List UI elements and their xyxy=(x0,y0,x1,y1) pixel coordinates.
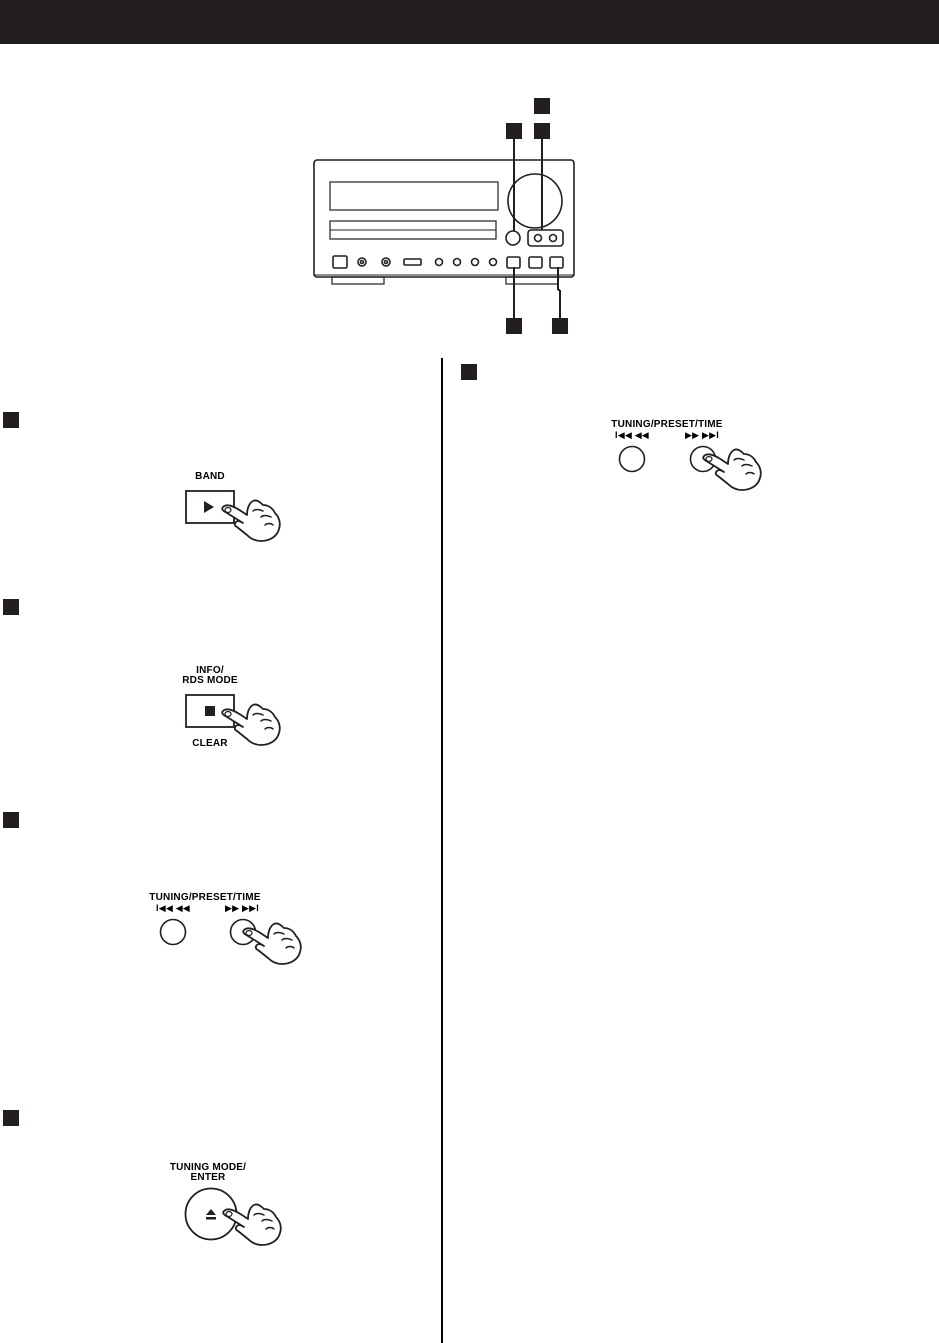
pointing-hand-icon xyxy=(221,703,281,746)
skip-forward-label-left: ▶▶ ▶▶I xyxy=(225,903,259,913)
enter-label: ENTER xyxy=(190,1172,226,1183)
step-marker-preset xyxy=(461,364,477,380)
skip-forward-label-right: ▶▶ ▶▶I xyxy=(685,430,719,440)
tuning-preset-time-label-left: TUNING/PRESET/TIME xyxy=(149,892,261,903)
step-marker-band xyxy=(3,412,19,428)
pointing-hand-icon xyxy=(702,448,762,491)
step-marker-tuning-mode xyxy=(3,1110,19,1126)
step-marker-info xyxy=(3,599,19,615)
info-label: INFO/ xyxy=(196,665,224,676)
device-front-panel-illustration xyxy=(313,98,575,334)
step-marker-tuning xyxy=(3,812,19,828)
column-divider xyxy=(441,358,443,1343)
pointing-hand-icon xyxy=(242,922,302,965)
tuning-preset-time-label-right: TUNING/PRESET/TIME xyxy=(611,419,723,430)
tuning-mode-label: TUNING MODE/ xyxy=(169,1162,247,1173)
skip-back-label-right: I◀◀ ◀◀ xyxy=(615,430,649,440)
header-bar xyxy=(0,0,939,44)
stop-icon xyxy=(205,706,215,716)
skip-back-button-left[interactable] xyxy=(159,918,187,946)
pointing-hand-icon xyxy=(222,1203,282,1246)
play-icon xyxy=(204,501,214,513)
skip-back-label-left: I◀◀ ◀◀ xyxy=(156,903,190,913)
pointing-hand-icon xyxy=(221,499,281,542)
band-label: BAND xyxy=(195,471,225,482)
clear-label: CLEAR xyxy=(192,738,228,749)
skip-back-button-right[interactable] xyxy=(618,445,646,473)
rds-mode-label: RDS MODE xyxy=(182,675,238,686)
eject-icon xyxy=(206,1209,216,1220)
